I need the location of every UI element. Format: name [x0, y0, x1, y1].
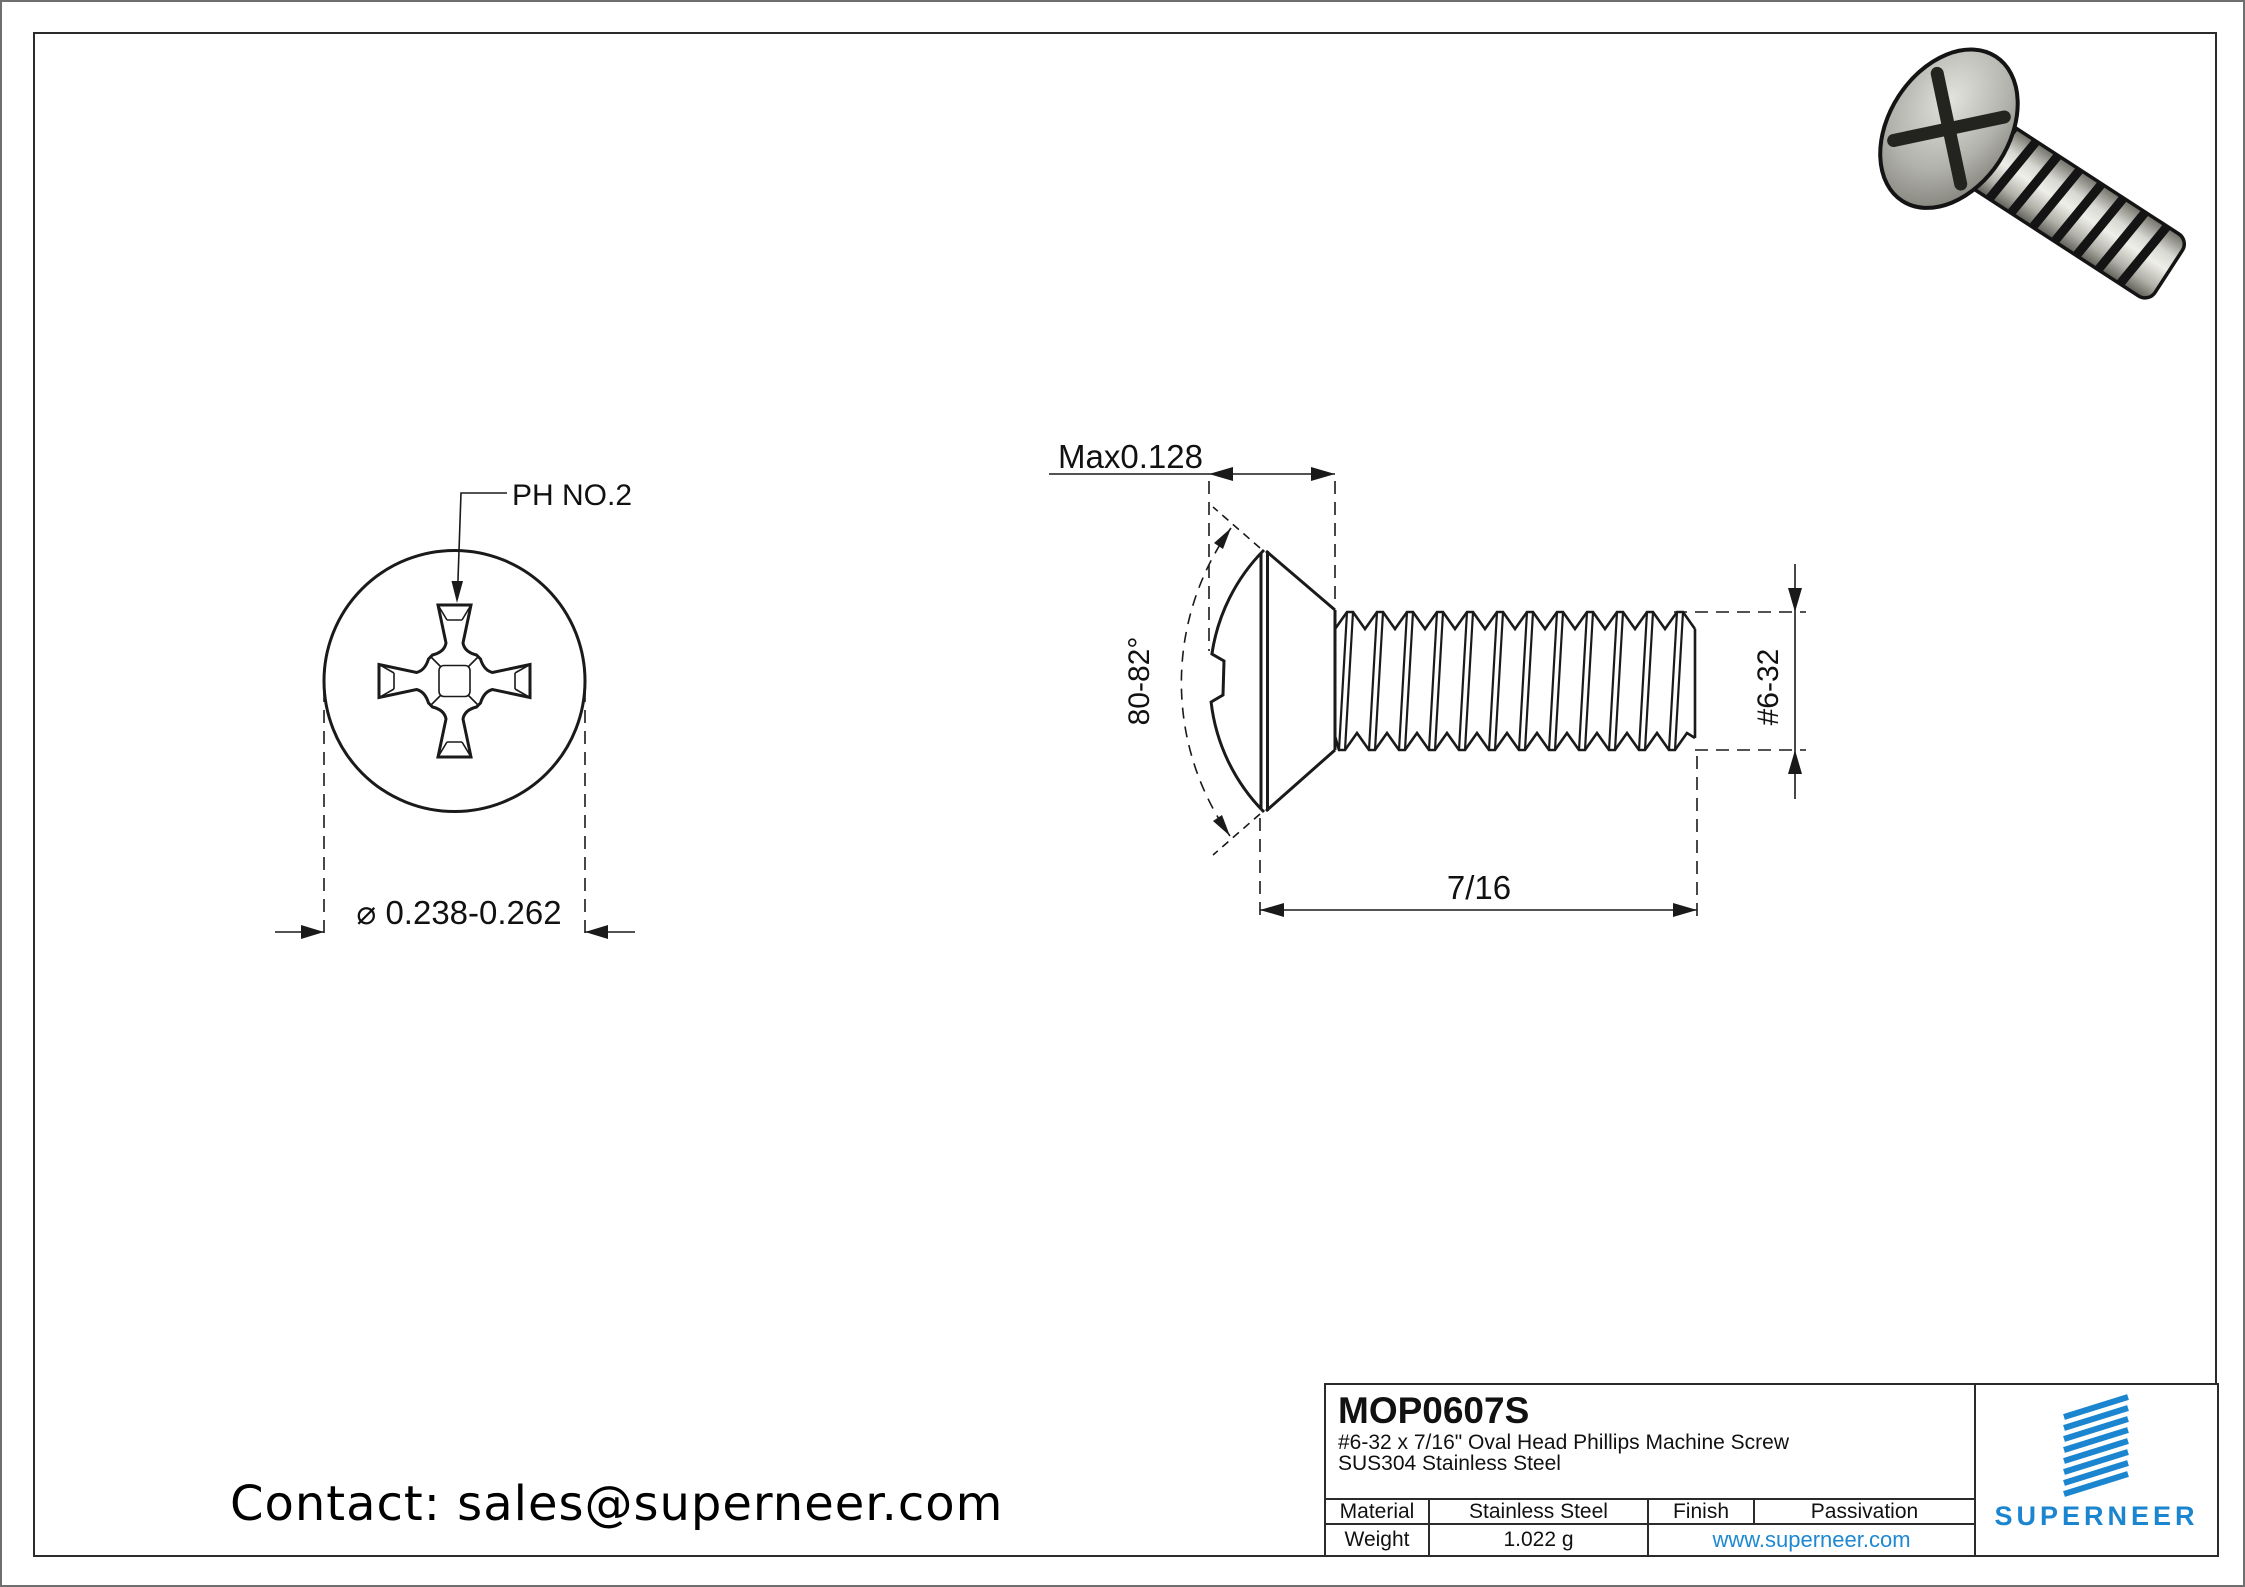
part-description-line1: #6-32 x 7/16" Oval Head Phillips Machine… [1338, 1431, 1790, 1454]
phillips-cross-3d [1887, 66, 2011, 191]
finish-value: Passivation [1810, 1500, 1919, 1523]
part-description-line2: SUS304 Stainless Steel [1338, 1452, 1561, 1475]
drawing-frame [33, 32, 2217, 1557]
material-label: Material [1326, 1500, 1430, 1523]
ph-no2-label: PH NO.2 [512, 479, 632, 512]
front-view: PH NO.2 ⌀ 0.238-0.262 [275, 479, 635, 941]
logo-stripes-icon [2063, 1394, 2129, 1497]
weight-value: 1.022 g [1430, 1525, 1649, 1555]
thread-size-dimension: #6-32 [1674, 564, 1806, 799]
finish-label: Finish [1649, 1500, 1755, 1523]
head-angle-label: 80-82° [1123, 637, 1156, 726]
part-number: MOP0607S [1338, 1390, 1530, 1431]
phillips-recess-outline [377, 603, 532, 759]
thread-profile [1333, 610, 1697, 752]
thread-size-label: #6-32 [1752, 649, 1785, 726]
head-angle-dimension: 80-82° [1123, 506, 1261, 856]
title-block-header: MOP0607S #6-32 x 7/16" Oval Head Phillip… [1326, 1385, 1974, 1500]
title-block: MOP0607S #6-32 x 7/16" Oval Head Phillip… [1324, 1383, 1976, 1557]
head-height-dimension: Max0.128 [1049, 438, 1336, 651]
weight-row: Weight 1.022 g www.superneer.com [1326, 1525, 1974, 1555]
head-outline [322, 549, 587, 813]
brand-logo-box: SUPERNEER [1974, 1383, 2219, 1557]
brand-name: SUPERNEER [1994, 1501, 2199, 1531]
side-view: Max0.128 80-82° #6-32 [1049, 438, 1806, 923]
length-label: 7/16 [1447, 869, 1511, 906]
head-diameter-label: ⌀ 0.238-0.262 [356, 894, 561, 931]
head-diameter-dimension: ⌀ 0.238-0.262 [275, 689, 635, 941]
ph-no2-callout: PH NO.2 [451, 479, 632, 603]
material-value: Stainless Steel [1430, 1500, 1649, 1523]
screw-3d-render [1878, 47, 2187, 300]
contact-line: Contact: sales@superneer.com [230, 1476, 1004, 1532]
phillips-recess-detail [378, 604, 531, 758]
head-dome-profile [1209, 548, 1266, 814]
material-row: Material Stainless Steel Finish Passivat… [1326, 1500, 1974, 1525]
leader-arrowhead [451, 581, 463, 603]
length-dimension: 7/16 [1259, 756, 1698, 923]
head-flat-lines [1259, 551, 1269, 811]
head-height-label: Max0.128 [1058, 438, 1203, 475]
weight-label: Weight [1326, 1525, 1430, 1555]
head-cone-edges [1265, 549, 1337, 813]
website-link[interactable]: www.superneer.com [1712, 1527, 1911, 1552]
